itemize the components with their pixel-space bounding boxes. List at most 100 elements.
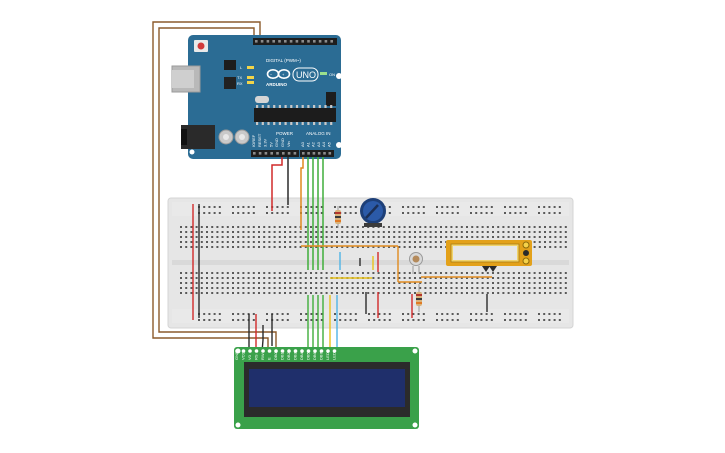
bb-hole — [509, 319, 512, 321]
bb-hole — [393, 272, 396, 274]
bb-hole — [554, 292, 557, 294]
bb-hole — [368, 313, 370, 315]
bb-hole — [558, 206, 561, 208]
bb-hole — [299, 241, 302, 243]
bb-hole — [325, 236, 328, 238]
slide-potentiometer-module[interactable] — [446, 240, 532, 272]
bb-hole — [268, 231, 271, 233]
bb-hole — [268, 292, 271, 294]
bb-hole — [470, 313, 472, 315]
bb-hole — [278, 236, 281, 238]
lcd-pin — [287, 349, 291, 353]
bb-hole — [497, 226, 500, 228]
bb-hole — [266, 212, 268, 214]
bb-hole — [419, 277, 422, 279]
bb-hole — [344, 319, 347, 321]
bb-hole — [377, 287, 380, 289]
bb-hole — [278, 226, 281, 228]
bb-hole — [533, 226, 536, 228]
bb-hole — [180, 241, 182, 243]
bb-hole — [315, 236, 318, 238]
bb-hole — [564, 231, 567, 233]
bb-hole — [195, 287, 198, 289]
bb-hole — [221, 277, 224, 279]
bb-hole — [523, 292, 526, 294]
bb-hole — [284, 287, 286, 289]
bb-hole — [263, 236, 266, 238]
bb-hole — [528, 231, 531, 233]
bb-hole — [446, 313, 449, 315]
bb-hole — [492, 272, 494, 274]
bb-hole — [330, 236, 333, 238]
bb-hole — [346, 272, 349, 274]
bb-hole — [237, 277, 240, 279]
bb-hole — [382, 277, 385, 279]
bb-hole — [258, 226, 260, 228]
bb-hole — [419, 287, 422, 289]
analog-pin-label: A0 — [300, 141, 305, 147]
bb-hole — [518, 287, 520, 289]
bb-hole — [393, 246, 396, 248]
bb-hole — [470, 206, 472, 208]
header-pin — [289, 40, 293, 43]
bb-hole — [502, 236, 505, 238]
bb-hole — [263, 292, 266, 294]
bb-hole — [407, 313, 410, 315]
header-pin — [302, 152, 305, 155]
bb-hole — [195, 277, 198, 279]
bb-hole — [330, 292, 333, 294]
chip-leg — [284, 122, 287, 125]
lcd-screen — [249, 369, 405, 407]
bb-hole — [460, 236, 463, 238]
bb-hole — [538, 287, 541, 289]
bb-hole — [336, 231, 338, 233]
header-pin — [264, 152, 268, 155]
bb-hole — [538, 282, 541, 284]
bb-hole — [185, 236, 188, 238]
bb-hole — [334, 313, 336, 315]
bb-hole — [349, 319, 352, 321]
bb-hole — [190, 241, 193, 243]
bb-hole — [475, 206, 478, 208]
potentiometer[interactable] — [360, 198, 386, 227]
bb-hole — [242, 287, 245, 289]
bb-hole — [203, 319, 206, 321]
bb-hole — [398, 287, 401, 289]
bb-hole — [299, 282, 302, 284]
bb-hole — [424, 246, 427, 248]
bb-hole — [486, 272, 489, 274]
breadboard[interactable] — [167, 197, 574, 329]
power-label: POWER — [276, 131, 294, 136]
bb-hole — [407, 212, 410, 214]
on-label: ON — [329, 72, 335, 77]
header-pin — [270, 152, 273, 155]
bb-hole — [310, 212, 313, 214]
wire-loop-outer — [152, 21, 277, 352]
bb-hole — [398, 272, 401, 274]
bb-hole — [533, 287, 536, 289]
bb-hole — [564, 287, 567, 289]
bb-hole — [190, 287, 193, 289]
bb-hole — [258, 277, 260, 279]
bb-hole — [554, 231, 557, 233]
bb-hole — [341, 236, 344, 238]
bb-hole — [497, 292, 500, 294]
chip-leg — [324, 105, 327, 108]
bb-hole — [315, 292, 318, 294]
bb-hole — [310, 241, 312, 243]
bb-hole — [263, 272, 266, 274]
bb-hole — [407, 206, 410, 208]
lcd-pin — [267, 349, 272, 353]
bb-hole — [200, 241, 203, 243]
bb-hole — [553, 313, 556, 315]
bb-hole — [185, 292, 188, 294]
wires-breadboard-to-lcd — [248, 295, 338, 353]
bb-hole — [414, 246, 416, 248]
bb-hole — [315, 319, 318, 321]
header-pin — [272, 40, 275, 43]
bb-hole — [533, 246, 536, 248]
lcd-pin-label: DB1 — [280, 351, 285, 360]
bb-hole — [554, 272, 557, 274]
arduino-uno-board[interactable]: − + ARDUINO UNO DIGITAL (PWM~) POWER ANA… — [171, 35, 342, 159]
